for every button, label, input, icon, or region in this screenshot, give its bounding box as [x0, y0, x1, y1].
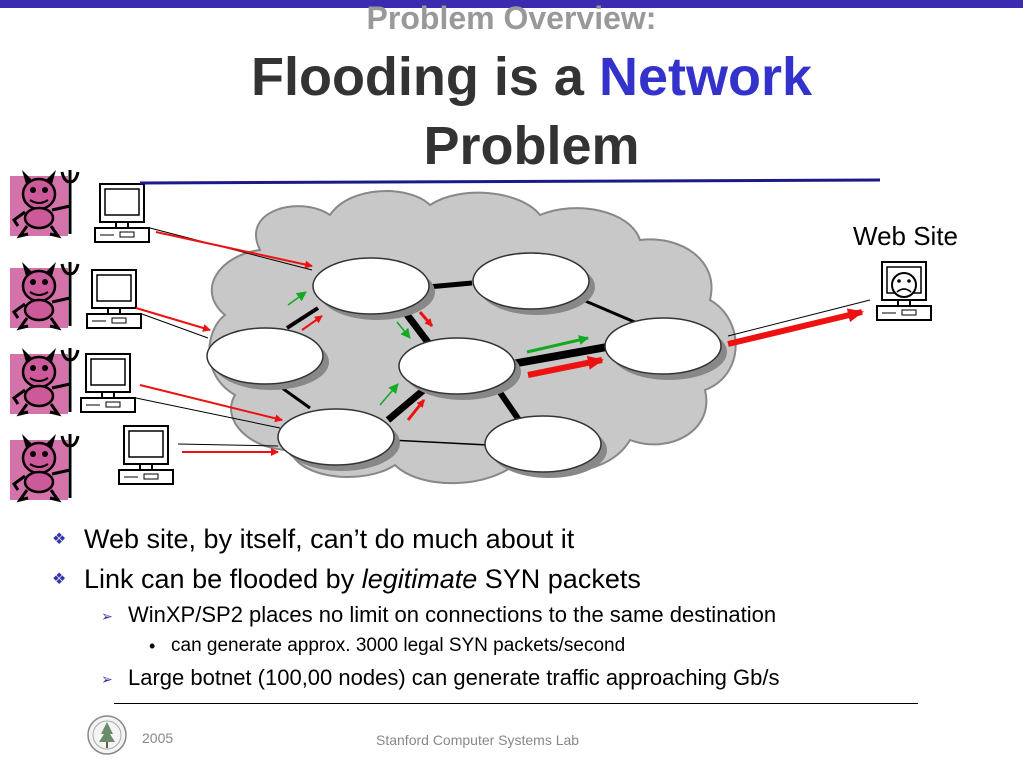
computer-icon — [80, 353, 136, 413]
devil-icon — [8, 168, 80, 238]
bullet-2-emphasis: legitimate — [361, 564, 478, 594]
router-node-icon — [604, 317, 727, 380]
bullet-marker-icon: ❖ — [52, 571, 67, 588]
attacker-2 — [8, 260, 142, 330]
bullet-marker-icon: ❖ — [52, 531, 67, 548]
bullet-1: Web site, by itself, can’t do much about… — [84, 524, 575, 554]
title-prefix: Flooding is a — [250, 47, 599, 107]
web-site-server — [876, 261, 932, 321]
slide-title-line2: Problem — [423, 116, 640, 176]
footer-lab: Stanford Computer Systems Lab — [376, 732, 580, 748]
bullet-2-suffix: SYN packets — [477, 564, 641, 594]
attacker-3 — [8, 346, 136, 416]
server-link — [727, 299, 871, 337]
router-nodes — [206, 252, 727, 478]
sub-sub-bullet-marker-icon: • — [149, 636, 156, 656]
stanford-seal-icon — [87, 715, 127, 755]
router-node-icon — [206, 327, 329, 390]
computer-icon — [94, 183, 150, 243]
web-site-label: Web Site — [853, 221, 959, 251]
sad-face-icon — [891, 272, 917, 298]
bullet-3: WinXP/SP2 places no limit on connections… — [128, 602, 777, 627]
top-accent-bar — [0, 0, 1023, 8]
router-node-icon — [277, 408, 400, 471]
sub-bullet-marker-icon: ➢ — [101, 671, 113, 687]
bullet-2-prefix: Link can be flooded by — [84, 564, 362, 594]
devil-icon — [8, 260, 80, 330]
legit-arrows — [287, 291, 589, 406]
computer-icon — [86, 269, 142, 329]
router-node-icon — [484, 415, 607, 478]
router-node-icon — [312, 257, 435, 320]
bullet-5: Large botnet (100,00 nodes) can generate… — [128, 665, 780, 690]
title-underline — [139, 178, 881, 185]
network-diagram — [8, 168, 932, 502]
bullet-4: can generate approx. 3000 legal SYN pack… — [171, 635, 626, 656]
attacker-4 — [8, 425, 174, 502]
title-accent: Network — [598, 47, 813, 107]
computer-icon — [118, 425, 174, 485]
devil-icon — [8, 346, 80, 416]
router-node-icon — [398, 337, 521, 400]
router-node-icon — [472, 252, 595, 315]
slide-subtitle: Problem Overview: — [366, 0, 657, 36]
slide-title-line1: Flooding is a Network — [0, 44, 1023, 110]
footer-rule — [114, 703, 918, 704]
attacker-1 — [8, 168, 150, 243]
footer-year: 2005 — [142, 730, 174, 746]
attack-arrows — [135, 231, 864, 456]
sub-bullet-marker-icon: ➢ — [101, 608, 113, 624]
bullet-2: Link can be flooded by legitimate SYN pa… — [84, 563, 641, 595]
devil-icon — [8, 432, 80, 502]
